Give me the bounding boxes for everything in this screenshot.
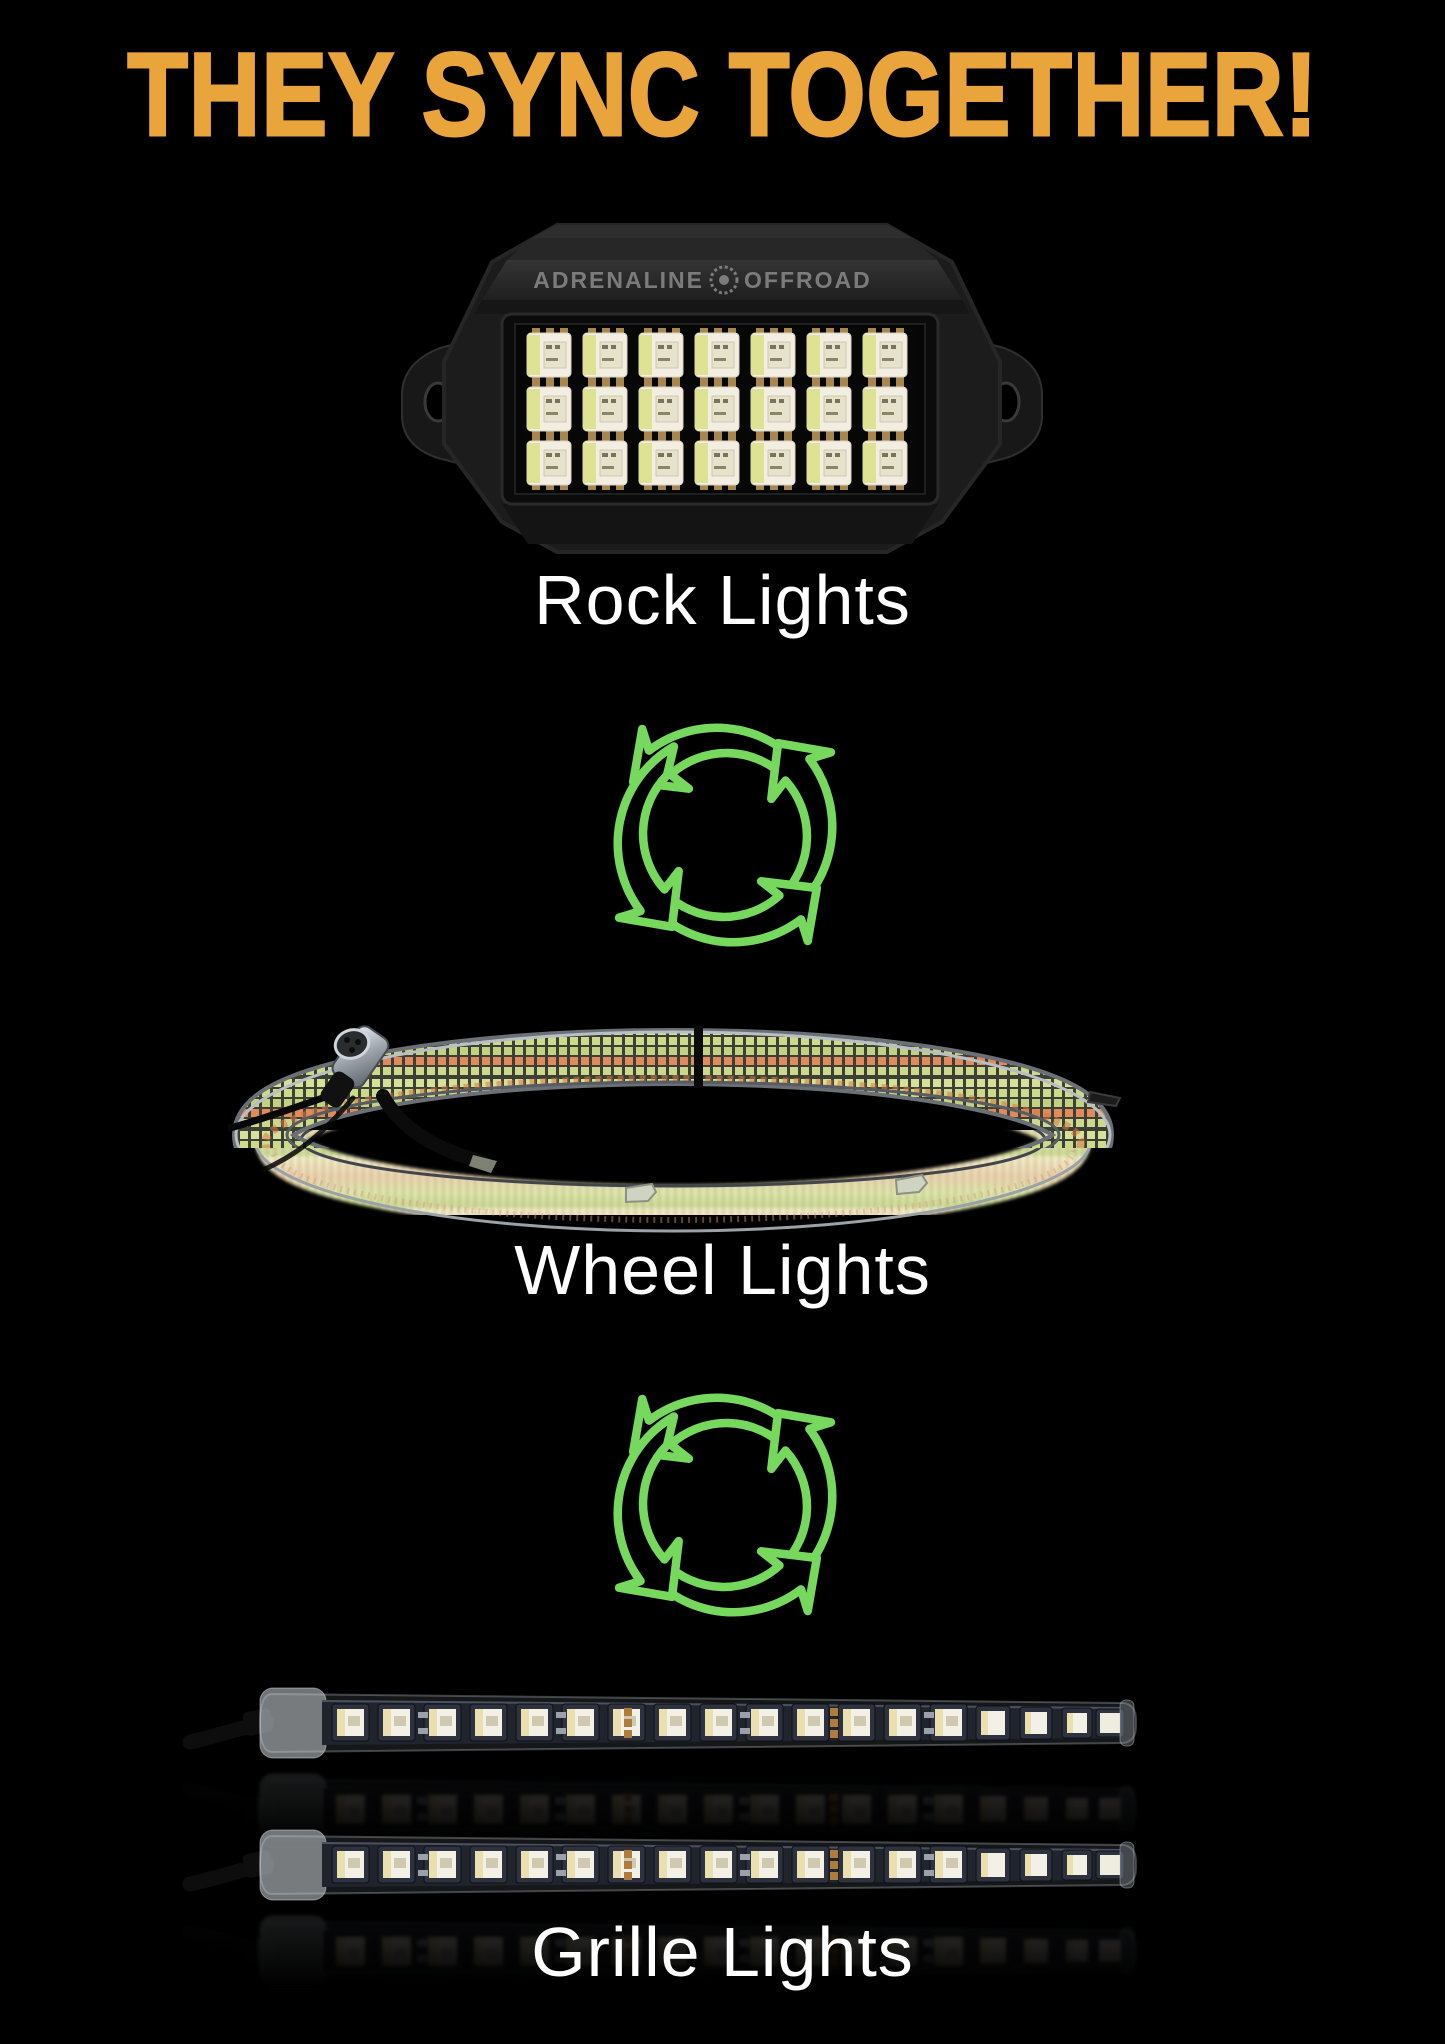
wheel-mounting-tabs xyxy=(625,1090,1122,1204)
brand-left-text: ADRENALINE xyxy=(533,267,704,293)
page-title-text: THEY SYNC TOGETHER! xyxy=(126,29,1319,161)
rock-light-brand: ADRENALINE OFFROAD xyxy=(533,265,872,295)
brand-right-text: OFFROAD xyxy=(744,267,872,293)
wheel-connector-plug xyxy=(228,1025,497,1173)
product-label-grille-lights: Grille Lights xyxy=(531,1913,914,1991)
product-label-rock-lights: Rock Lights xyxy=(534,561,911,639)
rock-light-image: ADRENALINE OFFROAD xyxy=(401,223,1043,554)
rock-light-led-window xyxy=(500,312,940,506)
brand-gear-icon xyxy=(709,265,739,295)
product-label-wheel-lights: Wheel Lights xyxy=(514,1231,931,1309)
sync-arrows-icon xyxy=(583,1363,867,1647)
sync-arrows-icon xyxy=(583,693,867,977)
wheel-light-image xyxy=(228,1025,1122,1233)
page-title: THEY SYNC TOGETHER! xyxy=(0,29,1445,161)
wheel-band-seam xyxy=(694,1026,703,1088)
grille-light-image xyxy=(172,1680,1167,1990)
wheel-back-band xyxy=(232,1026,1114,1148)
grille-strip xyxy=(190,1688,1136,1758)
